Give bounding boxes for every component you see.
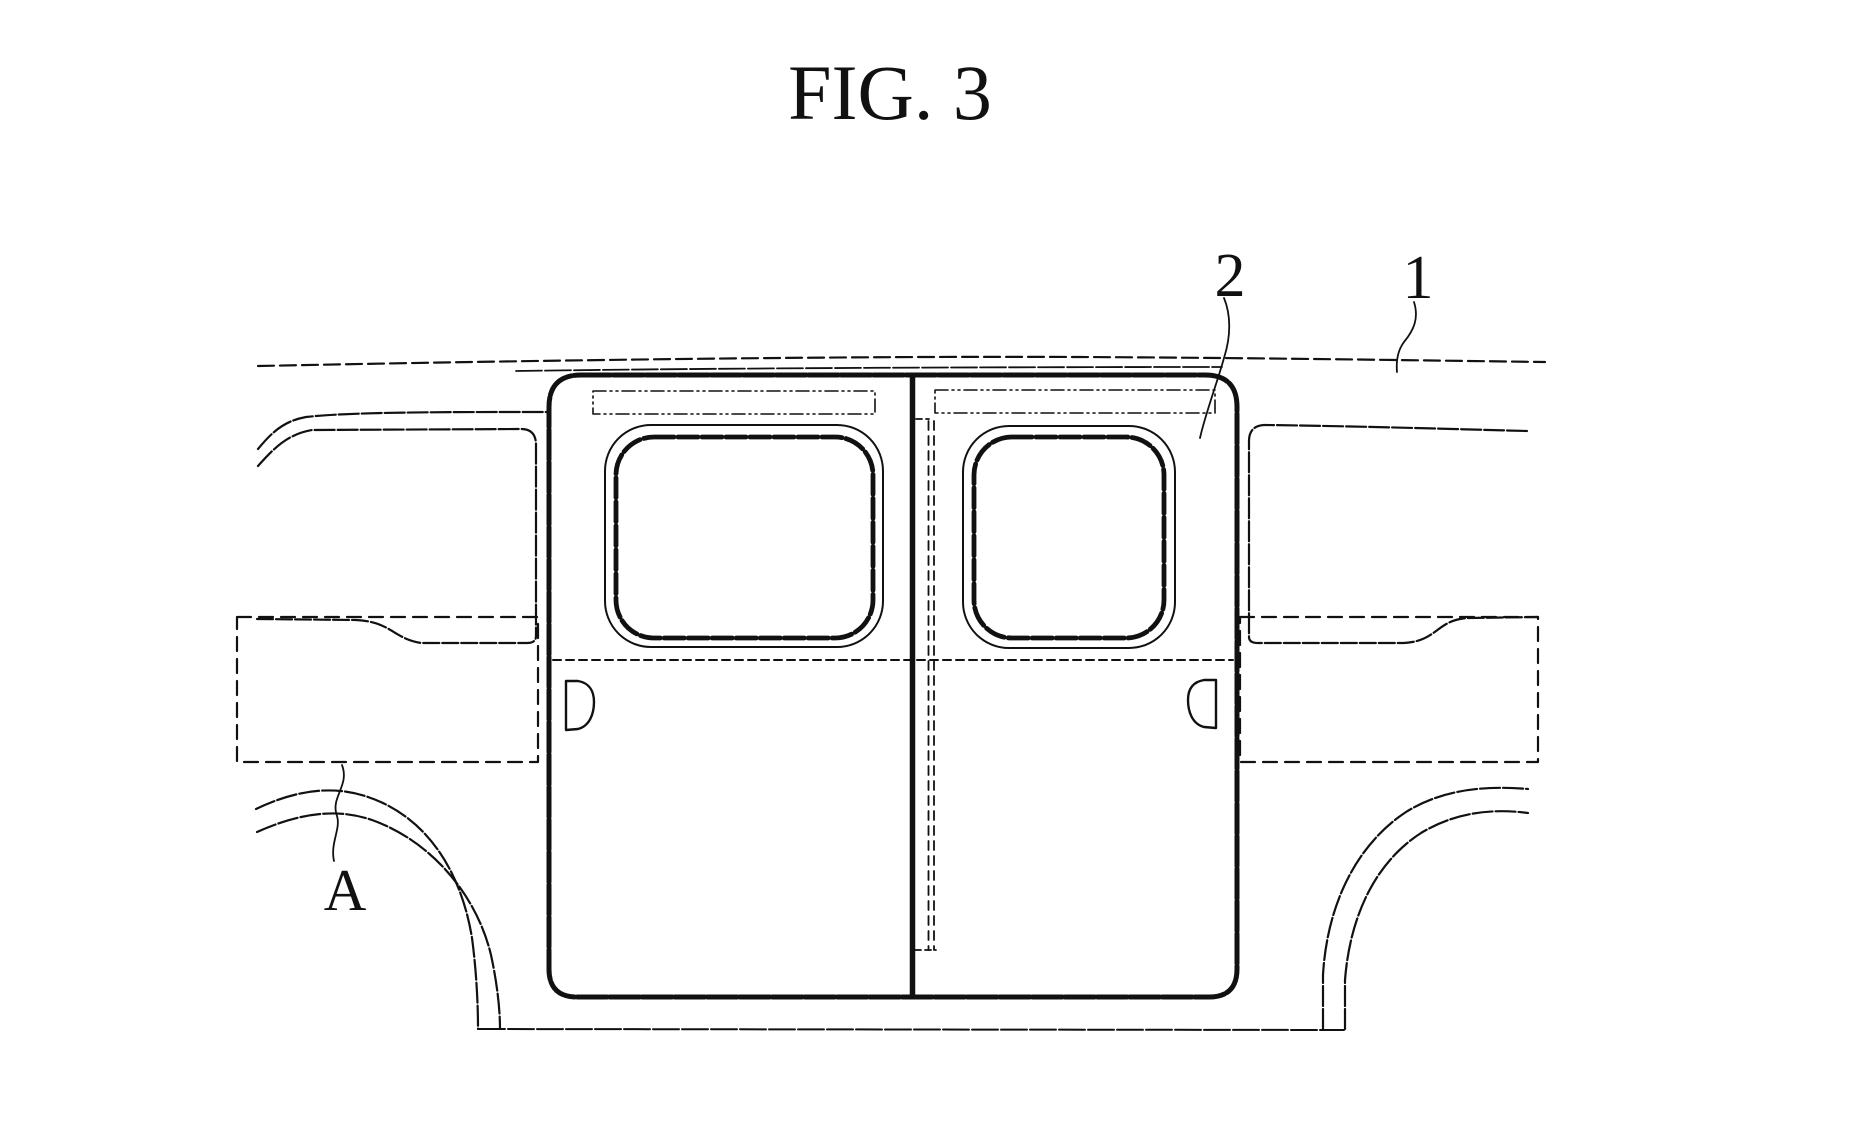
front-step-line [255,617,538,645]
front-belt-upper-line [256,410,549,451]
front-door-upper-rail-hidden [592,390,876,415]
door-opening-top-line [515,366,1223,372]
vehicle-body-lines [255,355,1547,1031]
leader-line-ref1 [1395,301,1417,373]
rear-door-window-inner [971,434,1167,641]
rear-door-upper-rail-hidden [934,389,1216,414]
figure-title: FIG. 3 [788,49,992,136]
front-wheel-arch-outer [254,789,480,1031]
dashed-region-boxes [235,615,1540,764]
wheel-arches [254,786,1530,1031]
rear-wheel-arch-inner [1321,786,1530,1031]
door-outline [546,372,1240,1000]
rear-wheel-arch-outer [1343,810,1530,1031]
sliding-door-assembly [546,372,1240,1000]
reference-numeral-2: 2 [1215,242,1246,310]
leader-line-ref2 [1199,297,1231,439]
reference-letter-a: A [324,857,367,923]
leader-line-refA [332,764,345,862]
rear-dashed-region-box [1238,615,1540,764]
front-door-window-outer [604,424,884,648]
front-wheel-arch-inner [255,812,502,1031]
reference-numeral-1: 1 [1403,244,1434,312]
rear-door-window-outer [962,425,1176,649]
front-dashed-region-box [235,615,540,764]
rear-quarter-line [1247,423,1529,639]
rear-door-handle [1186,678,1218,730]
rear-step-line [1247,615,1540,645]
front-door-handle [564,679,596,732]
front-door-window-inner [613,434,876,641]
front-belt-lower-line [256,427,538,638]
roof-line [256,355,1547,368]
leader-lines [332,297,1417,862]
sill-bottom-line [478,1028,1345,1031]
